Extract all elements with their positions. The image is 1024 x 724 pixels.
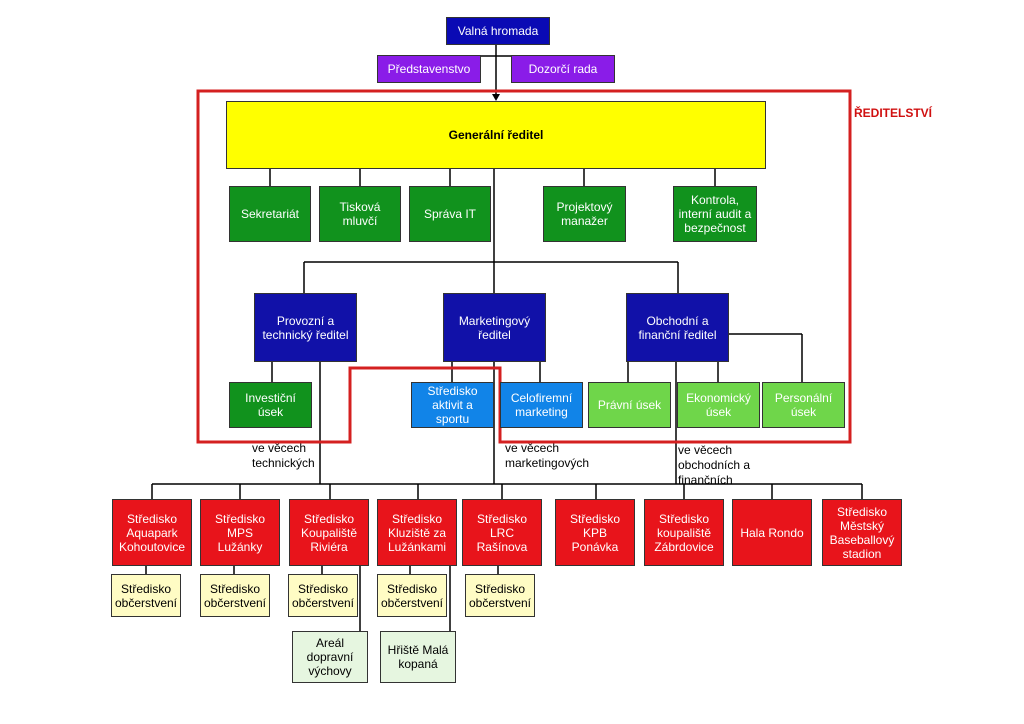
annotation-obchodnich: ve věcech obchodních a finančních	[678, 443, 751, 487]
obcerstveni-riviera-label: Středisko občerstvení	[291, 581, 355, 610]
personalni-usek-label: Personální úsek	[774, 391, 833, 419]
sprava-it-label: Správa IT	[423, 207, 477, 221]
stredisko-baseball-label: Středisko Městský Baseballový stadion	[829, 504, 895, 561]
obcerstveni-lrc-box: Středisko občerstvení	[465, 574, 535, 617]
provozni-reditel-label: Provozní a technický ředitel	[262, 313, 349, 342]
stredisko-zabrdovice-label: Středisko koupaliště Zábrdovice	[654, 511, 714, 554]
stredisko-riviera-label: Středisko Koupaliště Riviéra	[300, 511, 358, 554]
stredisko-zabrdovice-box: Středisko koupaliště Zábrdovice	[644, 499, 724, 566]
stredisko-mps-box: Středisko MPS Lužánky	[200, 499, 280, 566]
celofiremni-marketing-label: Celofiremní marketing	[510, 391, 573, 419]
pravni-usek-box: Právní úsek	[588, 382, 671, 428]
investicni-usek-label: Investiční úsek	[245, 391, 296, 419]
annotation-technickych: ve věcech technických	[252, 441, 315, 470]
pravni-usek-label: Právní úsek	[597, 398, 662, 412]
marketingovy-reditel-label: Marketingový ředitel	[458, 313, 531, 342]
stredisko-baseball-box: Středisko Městský Baseballový stadion	[822, 499, 902, 566]
projektovy-manazer-box: Projektový manažer	[543, 186, 626, 242]
areal-dopravni-vychovy-box: Areál dopravní výchovy	[292, 631, 368, 683]
tiskova-mluvci-box: Tisková mluvčí	[319, 186, 401, 242]
obcerstveni-kluziste-box: Středisko občerstvení	[377, 574, 447, 617]
obcerstveni-kluziste-label: Středisko občerstvení	[380, 581, 444, 610]
tiskova-mluvci-label: Tisková mluvčí	[339, 200, 381, 228]
hriste-mala-kopana-label: Hřiště Malá kopaná	[387, 643, 449, 671]
generalni-reditel-label: Generální ředitel	[448, 128, 544, 142]
stredisko-mps-label: Středisko MPS Lužánky	[214, 511, 266, 554]
valna-hromada-label: Valná hromada	[457, 24, 539, 38]
obcerstveni-aquapark-box: Středisko občerstvení	[111, 574, 181, 617]
hala-rondo-box: Hala Rondo	[732, 499, 812, 566]
stredisko-kpb-label: Středisko KPB Ponávka	[569, 511, 621, 554]
kontrola-label: Kontrola, interní audit a bezpečnost	[678, 193, 752, 235]
stredisko-lrc-label: Středisko LRC Rašínova	[476, 511, 528, 554]
marketingovy-reditel-box: Marketingový ředitel	[443, 293, 546, 362]
hriste-mala-kopana-box: Hřiště Malá kopaná	[380, 631, 456, 683]
investicni-usek-box: Investiční úsek	[229, 382, 312, 428]
annotation-marketingovych: ve věcech marketingových	[505, 441, 590, 470]
obchodni-reditel-box: Obchodní a finanční ředitel	[626, 293, 729, 362]
obcerstveni-riviera-box: Středisko občerstvení	[288, 574, 358, 617]
projektovy-manazer-label: Projektový manažer	[556, 200, 613, 228]
reditelstvi-label: ŘEDITELSTVÍ	[854, 106, 933, 120]
stredisko-kpb-box: Středisko KPB Ponávka	[555, 499, 635, 566]
dozorci-rada-box: Dozorčí rada	[511, 55, 615, 83]
stredisko-aktivit-box: Středisko aktivit a sportu	[411, 382, 494, 428]
sprava-it-box: Správa IT	[409, 186, 491, 242]
ekonomicky-usek-label: Ekonomický úsek	[686, 391, 751, 419]
stredisko-kluziste-box: Středisko Kluziště za Lužánkami	[377, 499, 457, 566]
personalni-usek-box: Personální úsek	[762, 382, 845, 428]
generalni-reditel-box: Generální ředitel	[226, 101, 766, 169]
dozorci-rada-label: Dozorčí rada	[528, 62, 598, 76]
stredisko-aquapark-box: Středisko Aquapark Kohoutovice	[112, 499, 192, 566]
stredisko-lrc-box: Středisko LRC Rašínova	[462, 499, 542, 566]
kontrola-box: Kontrola, interní audit a bezpečnost	[673, 186, 757, 242]
ekonomicky-usek-box: Ekonomický úsek	[677, 382, 760, 428]
sekretariat-label: Sekretariát	[240, 207, 300, 221]
sekretariat-box: Sekretariát	[229, 186, 311, 242]
stredisko-aktivit-label: Středisko aktivit a sportu	[427, 384, 478, 426]
areal-dopravni-vychovy-label: Areál dopravní výchovy	[306, 636, 354, 678]
predstavenstvo-box: Představenstvo	[377, 55, 481, 83]
stredisko-riviera-box: Středisko Koupaliště Riviéra	[289, 499, 369, 566]
stredisko-aquapark-label: Středisko Aquapark Kohoutovice	[118, 511, 186, 554]
obcerstveni-aquapark-label: Středisko občerstvení	[114, 581, 178, 610]
obcerstveni-mps-box: Středisko občerstvení	[200, 574, 270, 617]
valna-hromada-box: Valná hromada	[446, 17, 550, 45]
obcerstveni-lrc-label: Středisko občerstvení	[468, 581, 532, 610]
celofiremni-marketing-box: Celofiremní marketing	[500, 382, 583, 428]
stredisko-kluziste-label: Středisko Kluziště za Lužánkami	[387, 511, 447, 554]
provozni-reditel-box: Provozní a technický ředitel	[254, 293, 357, 362]
hala-rondo-label: Hala Rondo	[740, 525, 804, 540]
obchodni-reditel-label: Obchodní a finanční ředitel	[638, 313, 717, 342]
obcerstveni-mps-label: Středisko občerstvení	[203, 581, 267, 610]
predstavenstvo-label: Představenstvo	[387, 62, 471, 76]
